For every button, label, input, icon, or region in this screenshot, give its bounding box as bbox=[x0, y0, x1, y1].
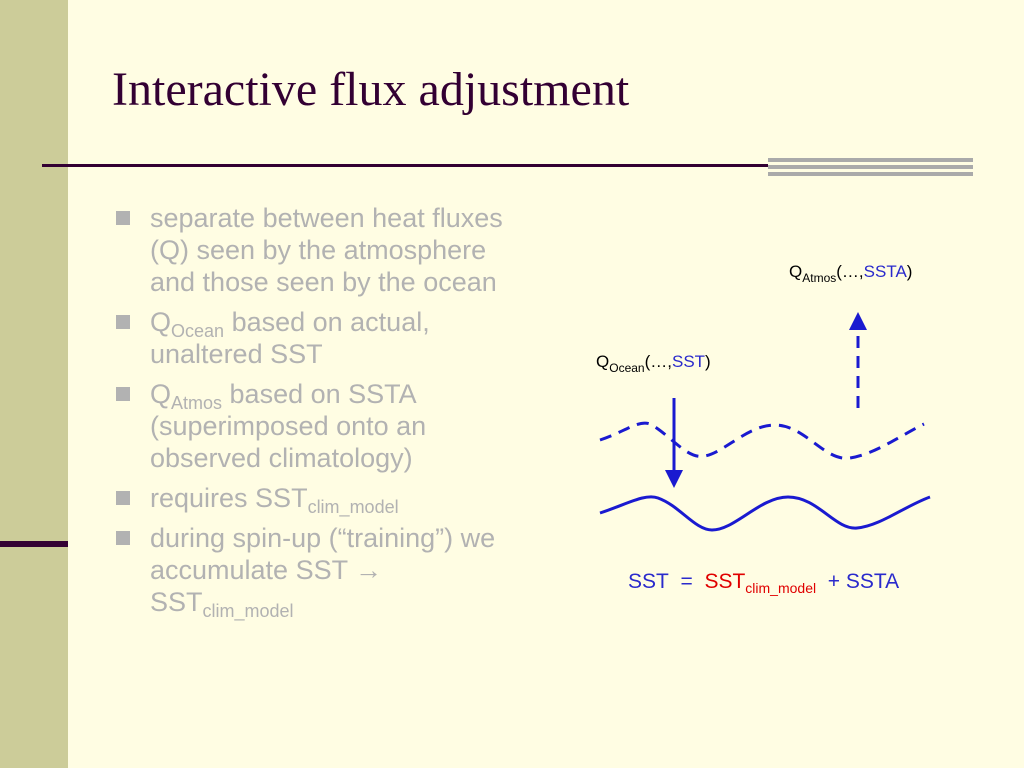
bullet-text-suffix: based on SSTA (superimposed onto an obse… bbox=[150, 379, 427, 473]
equation-plus: + bbox=[827, 570, 841, 593]
bullet-text-prefix: Q bbox=[150, 379, 172, 409]
q-atmos-subscript: Atmos bbox=[802, 271, 837, 285]
q-ocean-open: (…, bbox=[644, 352, 672, 371]
q-atmos-open: (…, bbox=[836, 262, 864, 281]
square-bullet-icon bbox=[116, 315, 130, 329]
square-bullet-icon bbox=[116, 211, 130, 225]
bullet-list: separate between heat fluxes (Q) seen by… bbox=[114, 202, 514, 626]
square-bullet-icon bbox=[116, 387, 130, 401]
bullet-item: QOcean based on actual, unaltered SST bbox=[114, 306, 514, 370]
equation-lhs: SST bbox=[628, 570, 669, 593]
q-atmos-argument: SSTA bbox=[863, 262, 907, 281]
q-atmos-symbol: Q bbox=[789, 262, 803, 281]
equation-term-clim: SSTclim_model bbox=[704, 570, 817, 596]
bullet-text-prefix: requires SST bbox=[150, 483, 308, 513]
title-divider-accent bbox=[768, 158, 973, 178]
bullet-text: separate between heat fluxes (Q) seen by… bbox=[150, 203, 503, 297]
equation-term1-subscript: clim_model bbox=[745, 580, 817, 596]
equation-equals: = bbox=[680, 570, 693, 593]
equation-term2: SSTA bbox=[845, 570, 900, 593]
q-ocean-close: ) bbox=[705, 352, 711, 371]
q-atmos-close: ) bbox=[906, 262, 913, 281]
atmos-flux-arrowhead bbox=[849, 312, 867, 330]
q-ocean-subscript: Ocean bbox=[609, 361, 645, 375]
q-ocean-symbol: Q bbox=[596, 352, 610, 371]
solid-wave-sst bbox=[599, 495, 931, 532]
square-bullet-icon bbox=[116, 491, 130, 505]
ocean-flux-arrowhead bbox=[665, 470, 683, 488]
q-ocean-label: QOcean(…,SST) bbox=[596, 352, 711, 375]
bullet-text-prefix: Q bbox=[150, 307, 172, 337]
q-atmos-label: QAtmos(…,SSTA) bbox=[789, 262, 913, 285]
q-ocean-argument: SST bbox=[671, 352, 706, 371]
bullet-text-suffix: based on actual, unaltered SST bbox=[150, 307, 430, 369]
bullet-subscript: Atmos bbox=[171, 393, 223, 413]
bullet-subscript: clim_model bbox=[307, 497, 399, 517]
bullet-subscript: clim_model bbox=[202, 601, 294, 621]
bullet-item: QAtmos based on SSTA (superimposed onto … bbox=[114, 378, 514, 474]
slide-title: Interactive flux adjustment bbox=[112, 63, 630, 116]
left-bar-accent bbox=[0, 541, 68, 547]
left-decorative-bar bbox=[0, 0, 68, 768]
bullet-text-prefix: during spin-up (“training”) we accumulat… bbox=[150, 523, 496, 617]
bullet-subscript: Ocean bbox=[171, 321, 225, 341]
title-divider bbox=[42, 164, 972, 167]
square-bullet-icon bbox=[116, 531, 130, 545]
dashed-wave-ssta bbox=[599, 421, 925, 460]
bullet-item: requires SSTclim_model bbox=[114, 482, 514, 517]
bullet-item: during spin-up (“training”) we accumulat… bbox=[114, 522, 514, 621]
equation-term1: SST bbox=[704, 570, 746, 593]
bullet-item: separate between heat fluxes (Q) seen by… bbox=[114, 202, 514, 298]
sst-equation: SST = SSTclim_model + SSTA bbox=[628, 570, 900, 596]
